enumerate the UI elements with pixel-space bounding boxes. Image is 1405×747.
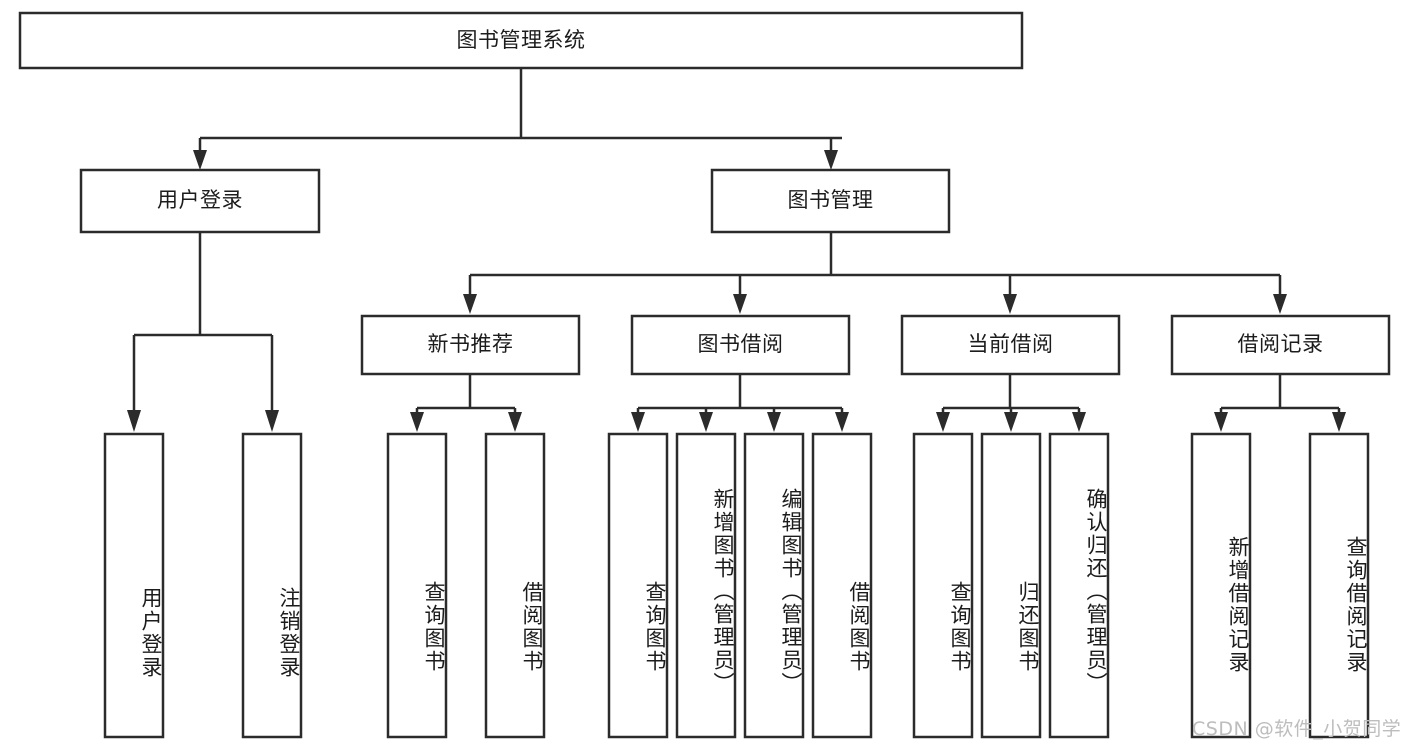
node-box-book-borrow[interactable] bbox=[630, 314, 851, 376]
arrowhead-book-borrow bbox=[733, 294, 747, 314]
node-box-user-login[interactable] bbox=[79, 168, 321, 234]
arrowhead-leaf-query-record bbox=[1332, 412, 1346, 432]
arrowhead-leaf-return-book bbox=[1004, 412, 1018, 432]
connector-group-book-borrow bbox=[631, 374, 849, 432]
arrowhead-leaf-logout bbox=[265, 410, 279, 432]
node-box-leaf-query-book-1[interactable] bbox=[386, 432, 448, 739]
node-box-leaf-borrow-book-1[interactable] bbox=[484, 432, 546, 739]
csdn-watermark: CSDN @软件_小贺同学 bbox=[1192, 718, 1402, 740]
node-box-current-borrow[interactable] bbox=[900, 314, 1121, 376]
node-box-leaf-add-record[interactable] bbox=[1190, 432, 1252, 739]
connector-group-current-borrow bbox=[936, 374, 1086, 432]
arrowhead-leaf-borrow-book-1 bbox=[508, 412, 522, 432]
arrowhead-current-borrow bbox=[1003, 294, 1017, 314]
connector-group-book-mgmt bbox=[463, 232, 1287, 314]
arrowhead-leaf-query-book-1 bbox=[410, 412, 424, 432]
node-box-leaf-user-login[interactable] bbox=[103, 432, 165, 739]
arrowhead-book-mgmt bbox=[824, 150, 838, 170]
connector-group-new-book-rec bbox=[410, 374, 522, 432]
node-box-leaf-query-book-2[interactable] bbox=[607, 432, 669, 739]
arrowhead-leaf-add-record bbox=[1214, 412, 1228, 432]
node-box-borrow-record[interactable] bbox=[1170, 314, 1391, 376]
arrowhead-leaf-query-book-2 bbox=[631, 412, 645, 432]
arrowhead-borrow-record bbox=[1273, 294, 1287, 314]
node-box-book-management[interactable] bbox=[710, 168, 951, 234]
arrowhead-leaf-confirm-return bbox=[1072, 412, 1086, 432]
arrowhead-leaf-borrow-book-2 bbox=[835, 412, 849, 432]
node-box-leaf-add-book[interactable] bbox=[675, 432, 737, 739]
connector-group-borrow-record bbox=[1214, 374, 1346, 432]
arrowhead-leaf-user-login bbox=[127, 410, 141, 432]
arrowhead-user-login bbox=[193, 150, 207, 170]
node-box-root[interactable] bbox=[18, 11, 1024, 70]
connector-group-root bbox=[193, 68, 842, 170]
node-box-leaf-query-book-3[interactable] bbox=[912, 432, 974, 739]
arrowhead-leaf-query-book-3 bbox=[936, 412, 950, 432]
node-box-leaf-confirm-return[interactable] bbox=[1048, 432, 1110, 739]
arrowhead-leaf-edit-book bbox=[767, 412, 781, 432]
node-box-new-book-recommend[interactable] bbox=[360, 314, 581, 376]
node-box-leaf-edit-book[interactable] bbox=[743, 432, 805, 739]
node-box-leaf-borrow-book-2[interactable] bbox=[811, 432, 873, 739]
arrowhead-new-book-rec bbox=[463, 294, 477, 314]
node-box-leaf-return-book[interactable] bbox=[980, 432, 1042, 739]
node-box-leaf-logout[interactable] bbox=[241, 432, 303, 739]
node-box-leaf-query-record[interactable] bbox=[1308, 432, 1370, 739]
connector-group-user-login bbox=[127, 232, 279, 432]
arrowhead-leaf-add-book bbox=[699, 412, 713, 432]
